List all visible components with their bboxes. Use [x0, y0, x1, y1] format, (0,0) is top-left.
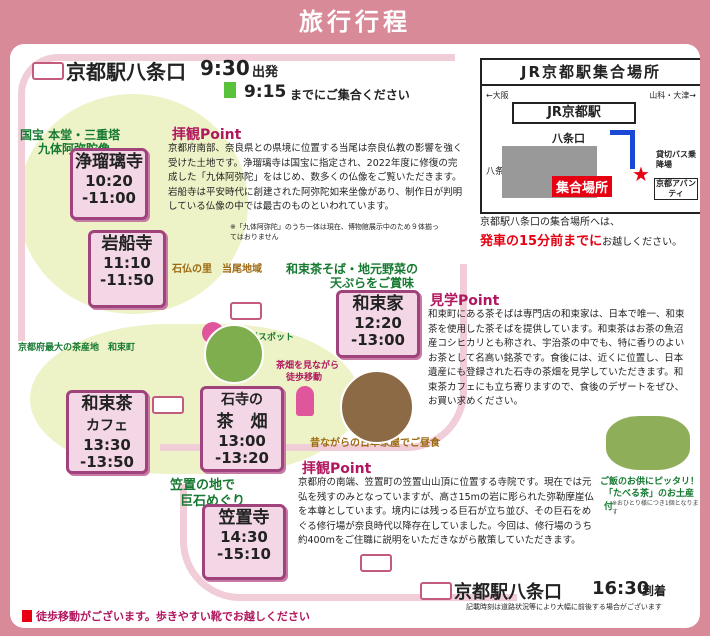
end-note: 記載時刻は道路状況等により大幅に前後する場合がございます [466, 603, 662, 611]
stop-time-end: -11:00 [82, 189, 136, 207]
point-2-text: 和束町にある茶そばは専門店の和束家は、日本で唯一、和束茶を使用した茶そばを提供し… [428, 309, 685, 407]
tag-walk-1: 茶畑を見ながら [276, 361, 340, 371]
point-3-text: 京都府の南端、笠置町の笠置山山頂に位置する寺院です。現在では元弘を残すのみとなっ… [298, 477, 594, 546]
route-line-top [18, 54, 455, 341]
stop-time-end: -13:00 [351, 331, 405, 349]
tag-tempura: 天ぷらをご賞味 [330, 276, 415, 290]
stop-name-line-2: 茶 畑 [216, 412, 268, 432]
bus-icon-2 [152, 396, 184, 414]
point-1-note: ※「九体阿弥陀」のうち一体は現在、博物館展示中のため９体揃ってはおりません [230, 223, 439, 241]
meet-time: 9:15 [244, 82, 287, 102]
walking-person-icon [296, 386, 314, 416]
map-caption-1: 京都駅八条口の集合場所へは、 [480, 217, 620, 228]
tag-wazuka-soba: 和束茶そば・地元野菜の [286, 262, 419, 276]
stop-name: 浄瑠璃寺 [75, 152, 143, 172]
bus-icon-end [420, 582, 452, 600]
stop-time-start: 11:10 [103, 254, 151, 272]
stop-gansenji: 岩船寺 11:10 -11:50 [88, 230, 166, 308]
stop-ishitera-tea-field: 石寺の 茶 畑 13:00 -13:20 [200, 386, 284, 472]
stop-time-end: -11:50 [100, 271, 154, 289]
tag-kasagi-1: 笠置の地で [170, 478, 236, 493]
start-station: 京都駅八条口 [66, 60, 186, 84]
tag-chaen: 京都府最大の茶産地 和束町 [18, 343, 136, 353]
map-star-icon: ★ [632, 162, 650, 186]
content-panel: 京都駅八条口 9:30 出発 9:15 までにご集合ください JR京都駅集合場所… [10, 44, 700, 628]
stop-time-start: 10:20 [85, 172, 133, 190]
end-station: 京都駅八条口 [454, 582, 562, 603]
old-house-photo [340, 370, 414, 444]
stop-name: 笠置寺 [218, 508, 270, 528]
stop-name-line-1: 和束茶 [81, 394, 133, 414]
bus-icon-start [32, 62, 64, 80]
stop-time-start: 14:30 [220, 528, 268, 546]
tea-field-photo [204, 324, 264, 384]
flag-icon [224, 82, 236, 98]
map-caption-2: 発車の15分前までに [480, 234, 603, 249]
meet-text: までにご集合ください [290, 88, 410, 102]
tag-ishibotoke: 石仏の里 当尾地域 [172, 264, 262, 275]
start-time: 9:30 [200, 56, 250, 80]
map-title: JR京都駅集合場所 [482, 60, 700, 86]
map-label-yamashina: 山科・大津→ [649, 91, 696, 100]
page-title: 旅行行程 [299, 8, 411, 36]
stop-name: 岩船寺 [101, 234, 153, 254]
bus-icon-3 [360, 554, 392, 572]
map-label-osaka: ←大阪 [486, 91, 509, 100]
map-caption-3: お越しください。 [602, 237, 683, 248]
map-bus-stop: 貸切バス乗降場 [656, 150, 696, 169]
point-1-title: 拝観Point [172, 127, 242, 143]
stop-name-line-2: カフェ [86, 418, 128, 434]
point-3-title: 拝観Point [302, 461, 372, 477]
souvenir-text-3: ※おひとり様につき1個となります [612, 500, 699, 516]
stop-name: 和束家 [352, 294, 404, 314]
stop-wazuka-cafe: 和束茶 カフェ 13:30 -13:50 [66, 390, 148, 474]
souvenir-photo [606, 416, 690, 470]
point-2-title: 見学Point [430, 293, 500, 309]
route-line-bottom [180, 484, 517, 601]
map-arrow [610, 130, 635, 169]
map-hotel: 京都アバンティ [654, 178, 698, 200]
tag-kokuhou: 国宝 本堂・三重塔 [20, 128, 121, 142]
map-street-hachijodori: 八条通 [486, 167, 514, 177]
stop-time-start: 13:00 [218, 432, 266, 450]
warning-flag-icon [22, 610, 32, 622]
start-time-suffix: 出発 [252, 65, 279, 80]
stop-kasagidera: 笠置寺 14:30 -15:10 [202, 504, 286, 580]
stop-time-end: -15:10 [217, 545, 271, 563]
stop-wazukaya: 和束家 12:20 -13:00 [336, 290, 420, 358]
souvenir-text-2: 「たべる茶」のお土産付 [604, 489, 695, 512]
tag-walk-2: 徒歩移動 [286, 373, 323, 383]
stop-time-end: -13:20 [215, 449, 269, 467]
end-time-suffix: 到着 [642, 584, 667, 598]
map-caption-line-2: 発車の15分前までにお越しください。 [480, 230, 682, 249]
map-street-hachijo: 八条口 [552, 132, 585, 145]
point-1-text: 京都府南部、奈良県との県境に位置する当尾は奈良仏教の影響を強く受けた土地です。浄… [168, 143, 463, 212]
end-time: 16:30 [592, 578, 650, 599]
bus-icon-1 [230, 302, 262, 320]
footer-warning: 徒歩移動がございます。歩きやすい靴でお越しください [36, 610, 310, 623]
map-station-box: JR京都駅 [512, 102, 636, 124]
stop-time-start: 13:30 [83, 436, 131, 454]
stop-time-start: 12:20 [354, 314, 402, 332]
meeting-map: JR京都駅集合場所 ←大阪 山科・大津→ JR京都駅 八条口 八条通 ★ 集合場… [480, 58, 700, 214]
stop-joruriji: 浄瑠璃寺 10:20 -11:00 [70, 148, 148, 220]
stop-time-end: -13:50 [80, 453, 134, 471]
route-line-middle [160, 264, 467, 451]
stop-name-line-1: 石寺の [221, 392, 263, 408]
map-meeting-label: 集合場所 [552, 176, 613, 197]
souvenir-text-1: ご飯のお供にピッタリ！ [600, 477, 700, 487]
